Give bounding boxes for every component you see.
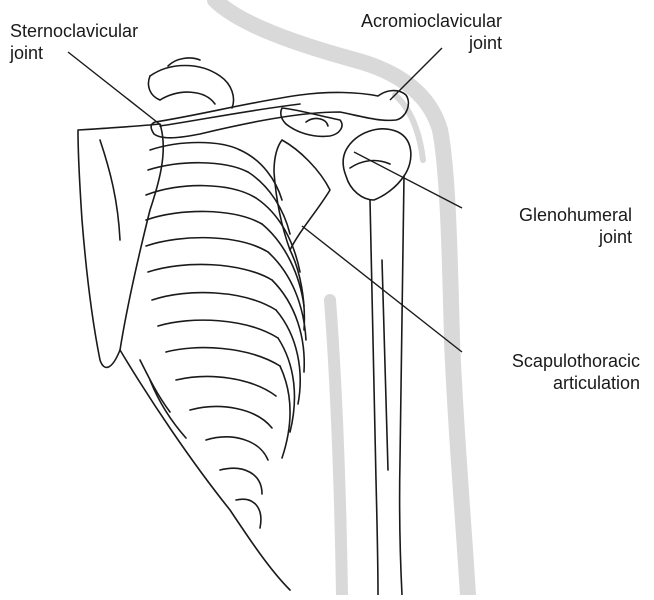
body-silhouette <box>215 0 468 595</box>
bones <box>78 58 411 595</box>
humerus <box>370 200 378 595</box>
label-scapulothoracic-line1: Scapulothoracic <box>460 350 640 372</box>
label-glenohumeral-line2: joint <box>458 226 632 248</box>
label-sternoclavicular-line1: Sternoclavicular <box>10 20 138 42</box>
label-sternoclavicular-line2: joint <box>10 42 138 64</box>
label-glenohumeral-line1: Glenohumeral <box>458 204 632 226</box>
label-acromioclavicular-line2: joint <box>312 32 502 54</box>
scapula <box>274 140 330 250</box>
label-scapulothoracic-line2: articulation <box>460 372 640 394</box>
label-scapulothoracic: Scapulothoracic articulation <box>460 350 640 394</box>
leader-scapulothoracic <box>302 226 462 352</box>
label-acromioclavicular: Acromioclavicular joint <box>312 10 502 54</box>
label-acromioclavicular-line1: Acromioclavicular <box>312 10 502 32</box>
label-sternoclavicular: Sternoclavicular joint <box>10 20 138 64</box>
label-glenohumeral: Glenohumeral joint <box>458 204 632 248</box>
sternum <box>78 124 163 367</box>
